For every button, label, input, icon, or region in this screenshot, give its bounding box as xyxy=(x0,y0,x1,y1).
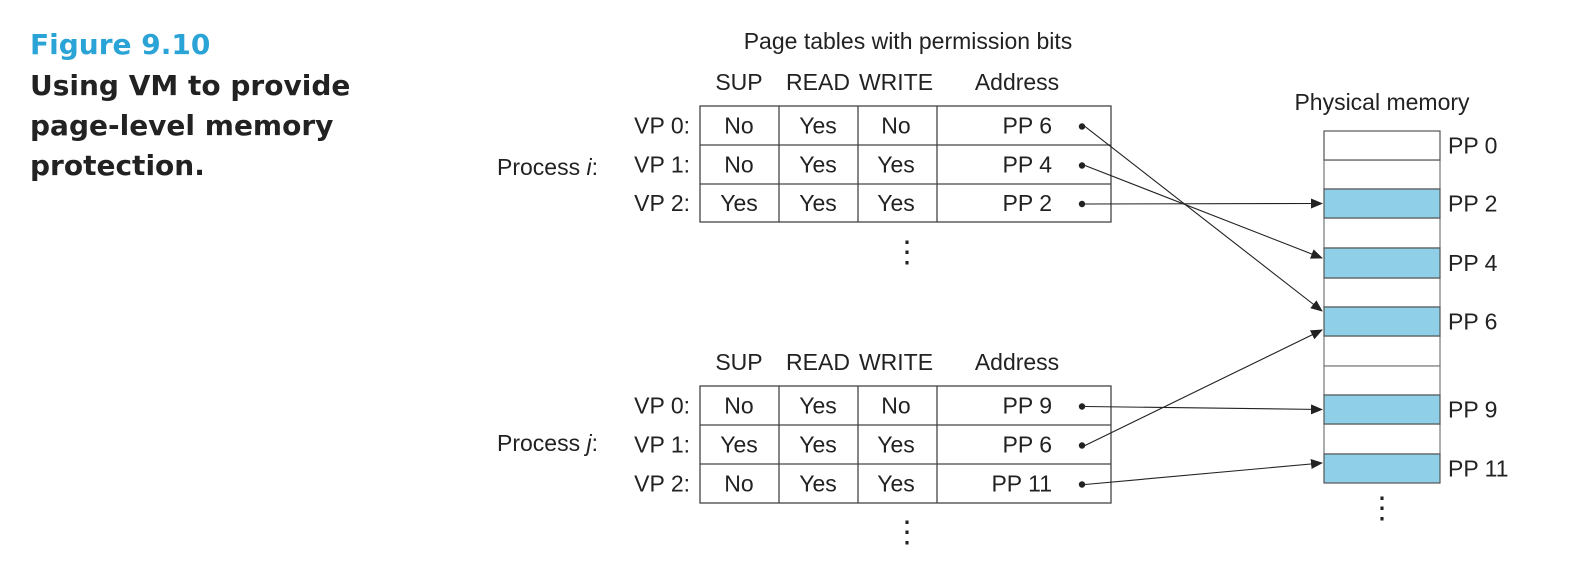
memory-page-label: PP 2 xyxy=(1448,191,1497,217)
cell-address: PP 9 xyxy=(1003,393,1052,419)
pointer-dot xyxy=(1078,123,1086,130)
arrow-i-vp1 xyxy=(1084,164,1323,259)
memory-slot-empty xyxy=(1323,217,1441,249)
memory-slot-empty xyxy=(1323,423,1441,455)
physical-memory-title: Physical memory xyxy=(1294,89,1470,115)
memory-ellipsis: ⋮ xyxy=(1367,492,1397,525)
column-header: SUP xyxy=(715,69,762,95)
arrow-i-vp2 xyxy=(1084,198,1323,209)
column-header: WRITE xyxy=(859,349,933,375)
arrow-j-vp0 xyxy=(1084,404,1323,415)
cell-read: Yes xyxy=(799,471,837,497)
memory-page-pp4 xyxy=(1323,247,1441,279)
cell-write: Yes xyxy=(877,152,915,178)
cell-sup: Yes xyxy=(720,190,758,216)
cell-address: PP 6 xyxy=(1003,113,1052,139)
pointer-dot xyxy=(1078,442,1086,449)
mapping-arrows xyxy=(1084,126,1323,486)
arrow-i-vp0 xyxy=(1084,126,1323,312)
cell-read: Yes xyxy=(799,393,837,419)
column-header: Address xyxy=(975,69,1059,95)
arrow-j-vp1 xyxy=(1084,329,1323,446)
column-header: READ xyxy=(786,69,850,95)
vp-label: VP 0: xyxy=(634,393,690,419)
memory-page-label: PP 6 xyxy=(1448,309,1497,335)
table-border xyxy=(699,385,1112,504)
table-ellipsis: ⋮ xyxy=(892,516,922,549)
figure-title: Using VM to provide page-level memory pr… xyxy=(30,69,351,182)
cell-read: Yes xyxy=(799,190,837,216)
vp-label: VP 2: xyxy=(634,190,690,216)
pointer-dot xyxy=(1078,481,1086,488)
cell-sup: No xyxy=(724,471,753,497)
column-header: SUP xyxy=(715,349,762,375)
figure-caption: Figure 9.10 Using VM to provide page-lev… xyxy=(30,26,410,186)
cell-sup: No xyxy=(724,152,753,178)
vp-label: VP 0: xyxy=(634,113,690,139)
cell-write: Yes xyxy=(877,190,915,216)
memory-slot-empty xyxy=(1323,365,1441,396)
arrow-j-vp2 xyxy=(1084,459,1323,486)
pointer-dot xyxy=(1078,200,1086,208)
table-ellipsis: ⋮ xyxy=(892,236,922,269)
cell-read: Yes xyxy=(799,113,837,139)
pointer-dot xyxy=(1078,162,1086,169)
column-header: Address xyxy=(975,349,1059,375)
page-tables-title: Page tables with permission bits xyxy=(744,28,1073,54)
pointer-dot xyxy=(1078,403,1086,410)
cell-read: Yes xyxy=(799,432,837,458)
physical-memory: PP 0 PP 2 PP 4 PP 6 PP 9 PP 11 ⋮ xyxy=(1323,130,1509,525)
cell-write: Yes xyxy=(877,471,915,497)
process-label: Process j: xyxy=(497,430,598,456)
cell-read: Yes xyxy=(799,152,837,178)
memory-page-pp2 xyxy=(1323,188,1441,219)
cell-address: PP 11 xyxy=(991,471,1052,497)
process-label: Process i: xyxy=(497,154,598,180)
cell-sup: No xyxy=(724,393,753,419)
cell-sup: Yes xyxy=(720,432,758,458)
memory-page-pp11 xyxy=(1323,453,1441,484)
cell-sup: No xyxy=(724,113,753,139)
memory-page-label: PP 4 xyxy=(1448,250,1498,276)
memory-slot-empty xyxy=(1323,335,1441,367)
column-header: READ xyxy=(786,349,850,375)
figure-number: Figure 9.10 xyxy=(30,28,211,61)
memory-page-label: PP 9 xyxy=(1448,397,1497,423)
memory-slot-empty xyxy=(1323,159,1441,190)
memory-page-pp6 xyxy=(1323,306,1441,337)
table-border xyxy=(699,105,1112,223)
vp-label: VP 1: xyxy=(634,152,690,178)
memory-page-label: PP 0 xyxy=(1448,133,1497,159)
memory-page-label: PP 11 xyxy=(1448,456,1509,482)
memory-slot-empty xyxy=(1323,277,1441,308)
cell-write: No xyxy=(881,113,910,139)
vp-label: VP 2: xyxy=(634,471,690,497)
memory-page-pp0 xyxy=(1323,130,1441,161)
vp-label: VP 1: xyxy=(634,432,690,458)
cell-address: PP 2 xyxy=(1003,190,1052,216)
cell-write: No xyxy=(881,393,910,419)
column-header: WRITE xyxy=(859,69,933,95)
memory-page-pp9 xyxy=(1323,394,1441,425)
cell-address: PP 4 xyxy=(1003,152,1053,178)
cell-write: Yes xyxy=(877,432,915,458)
cell-address: PP 6 xyxy=(1003,432,1052,458)
